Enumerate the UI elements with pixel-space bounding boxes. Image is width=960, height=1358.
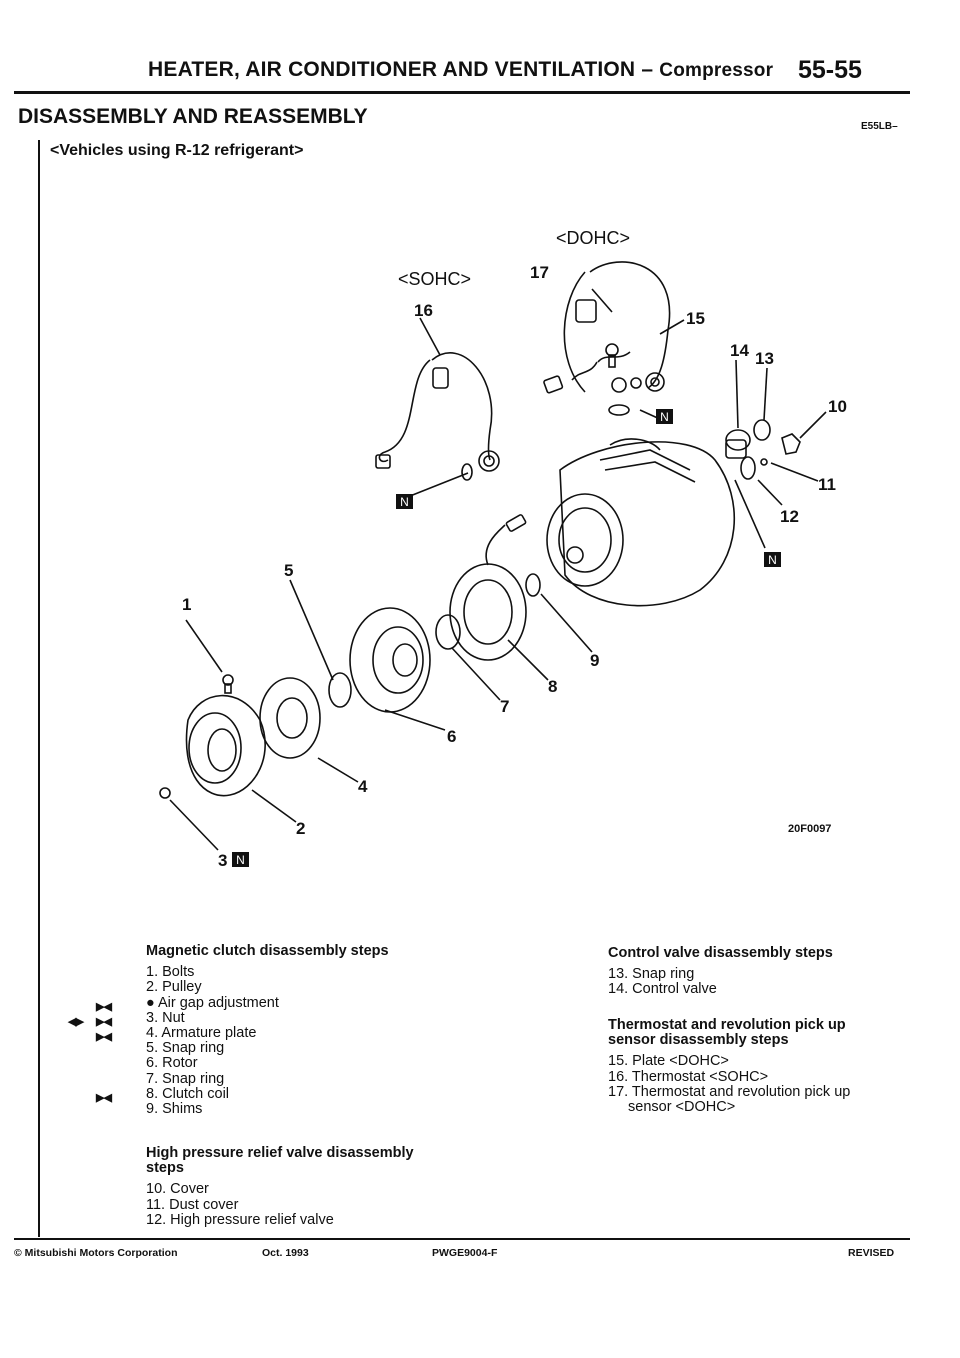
compressor-exploded-diagram: N N N N <DOHC> <SOHC> 17 16 15 14 13 10 … (159, 228, 847, 870)
callout-2: 2 (296, 819, 305, 838)
label-dohc: <DOHC> (556, 228, 630, 248)
control-valve-steps: Control valve disassembly steps 13. Snap… (608, 945, 908, 998)
callout-9: 9 (590, 651, 599, 670)
magnetic-title: Magnetic clutch disassembly steps (146, 943, 389, 959)
install-mark: ▶◀ (96, 1001, 112, 1013)
callout-8: 8 (548, 677, 557, 696)
section-title: DISASSEMBLY AND REASSEMBLY (18, 105, 368, 128)
left-margin-bar (38, 140, 40, 1237)
figure-code: 20F0097 (788, 823, 832, 835)
list-item: 11. Dust cover (146, 1196, 239, 1213)
page-header-title: HEATER, AIR CONDITIONER AND VENTILATION … (148, 58, 773, 82)
sohc-wire-left (378, 359, 431, 463)
page-number: 55-55 (798, 56, 862, 84)
callout-1: 1 (182, 595, 191, 614)
label-sohc: <SOHC> (398, 269, 471, 289)
header-title-text: HEATER, AIR CONDITIONER AND VENTILATION (148, 58, 636, 81)
callout-3: 3 (218, 851, 227, 870)
callout-11: 11 (818, 475, 836, 494)
svg-text:N: N (400, 495, 409, 509)
relief-title-2: steps (146, 1160, 184, 1177)
magnetic-clutch-steps: Magnetic clutch disassembly steps 1. Bol… (146, 943, 476, 1117)
list-item: 10. Cover (146, 1181, 209, 1198)
list-item: 2. Pulley (146, 979, 202, 996)
list-item: 15. Plate <DOHC> (608, 1053, 729, 1070)
callout-7: 7 (500, 697, 509, 716)
install-mark: ▶◀ (96, 1092, 112, 1104)
list-item: 14. Control valve (608, 981, 717, 998)
callout-6: 6 (447, 727, 456, 746)
pulley (185, 694, 266, 797)
callout-5: 5 (284, 561, 293, 580)
svg-text:N: N (660, 410, 669, 424)
thermo-title-2: sensor disassembly steps (608, 1032, 789, 1049)
callout-15: 15 (686, 309, 705, 328)
callout-14: 14 (730, 341, 749, 360)
list-item: ● Air gap adjustment (146, 994, 279, 1011)
removal-mark: ◀▶ (68, 1016, 84, 1028)
dohc-connector (575, 299, 597, 323)
callout-17: 17 (530, 263, 549, 282)
control-title: Control valve disassembly steps (608, 945, 833, 961)
list-item: 7. Snap ring (146, 1070, 225, 1087)
list-item: 16. Thermostat <SOHC> (608, 1068, 769, 1085)
footer-status: REVISED (848, 1247, 895, 1259)
list-item: 6. Rotor (146, 1055, 198, 1072)
footer-code: PWGE9004-F (432, 1247, 498, 1259)
list-item: 12. High pressure relief valve (146, 1211, 334, 1228)
list-item: 1. Bolts (146, 964, 195, 981)
callout-16: 16 (414, 301, 433, 320)
header-rule (14, 91, 910, 94)
footer-copyright: © Mitsubishi Motors Corporation (14, 1247, 178, 1259)
callout-4: 4 (358, 777, 368, 796)
callout-10: 10 (828, 397, 847, 416)
list-item: 4. Armature plate (146, 1024, 257, 1041)
vehicle-note: <Vehicles using R-12 refrigerant> (50, 142, 304, 159)
list-item: 13. Snap ring (608, 966, 695, 983)
n-badges: N N N N (232, 409, 781, 867)
dohc-wire-left (563, 271, 586, 393)
header-subtitle: Compressor (659, 60, 774, 81)
footer-rule (14, 1238, 910, 1240)
list-item: 9. Shims (146, 1100, 203, 1117)
header-dash: – (641, 58, 654, 81)
list-item: 3. Nut (146, 1009, 185, 1026)
compressor-body (559, 441, 735, 607)
callout-12: 12 (780, 507, 799, 526)
footer-date: Oct. 1993 (262, 1247, 309, 1259)
list-item: 17. Thermostat and revolution pick up (608, 1083, 851, 1100)
svg-text:N: N (236, 853, 245, 867)
list-item: sensor <DOHC> (628, 1098, 736, 1115)
relief-valve-steps: High pressure relief valve disassembly s… (146, 1145, 476, 1228)
sohc-wire-right (431, 352, 493, 461)
thermo-title-1: Thermostat and revolution pick up (608, 1017, 846, 1033)
dohc-wire-right (589, 261, 671, 389)
section-code: E55LB– (861, 121, 898, 132)
callout-13: 13 (755, 349, 774, 368)
relief-title-1: High pressure relief valve disassembly (146, 1145, 414, 1161)
install-mark: ▶◀ (96, 1016, 112, 1028)
svg-text:N: N (768, 553, 777, 567)
list-item: 8. Clutch coil (146, 1085, 230, 1102)
thermostat-steps: Thermostat and revolution pick up sensor… (608, 1017, 908, 1115)
install-mark: ▶◀ (96, 1031, 112, 1043)
list-item: 5. Snap ring (146, 1040, 225, 1057)
